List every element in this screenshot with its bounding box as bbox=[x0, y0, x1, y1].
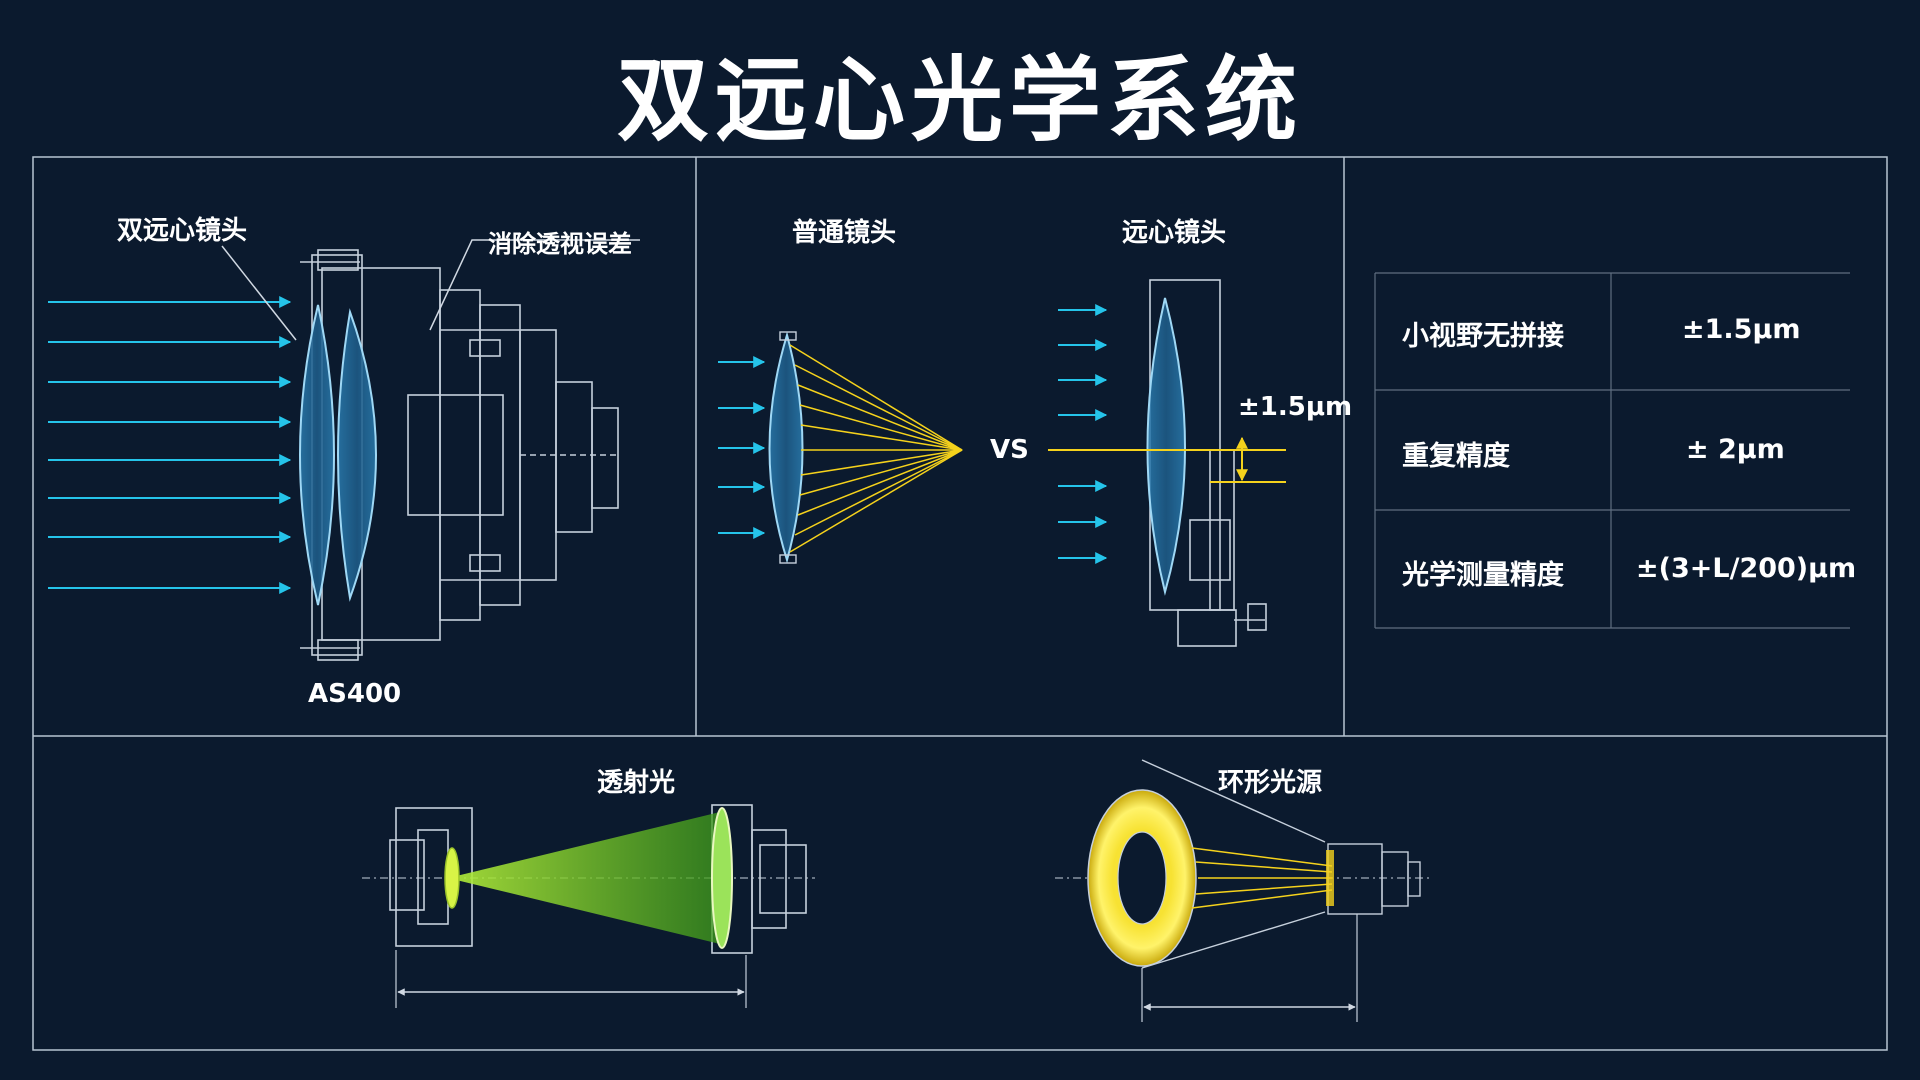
spec-value-2: ± 2μm bbox=[1686, 434, 1785, 465]
offset-label: ±1.5μm bbox=[1238, 392, 1353, 422]
normal-lens-label: 普通镜头 bbox=[792, 218, 897, 248]
spec-value-1: ±1.5μm bbox=[1682, 314, 1801, 345]
leader-annotation bbox=[429, 239, 640, 331]
perspective-error-annotation: 消除透视误差 bbox=[488, 230, 632, 258]
ring-light-drawing bbox=[1055, 759, 1430, 1022]
spec-table-grid bbox=[1374, 272, 1850, 629]
transmitted-light-label: 透射光 bbox=[597, 768, 676, 798]
page-title: 双远心光学系统 bbox=[616, 47, 1303, 154]
second-lens-element bbox=[337, 308, 377, 602]
lens-label: 双远心镜头 bbox=[117, 216, 248, 246]
transmitted-light-drawing bbox=[362, 804, 815, 1008]
telecentric-lens-label: 远心镜头 bbox=[1122, 218, 1227, 248]
incoming-parallel-rays bbox=[48, 296, 292, 594]
lens-housing bbox=[300, 249, 620, 661]
normal-lens-drawing bbox=[718, 331, 963, 564]
spec-name-3: 光学测量精度 bbox=[1402, 560, 1564, 591]
ring-light-label: 环形光源 bbox=[1218, 768, 1323, 798]
front-lens-element bbox=[299, 304, 335, 606]
vs-label: VS bbox=[990, 435, 1029, 465]
converging-rays bbox=[789, 344, 963, 553]
telecentric-lens-drawing bbox=[1048, 279, 1286, 647]
leader-lens bbox=[221, 245, 297, 341]
telecentric-lens-cross-section bbox=[48, 239, 640, 661]
panel-frame bbox=[32, 156, 1888, 1051]
spec-value-3: ±(3+L/200)μm bbox=[1636, 553, 1857, 584]
spec-name-1: 小视野无拼接 bbox=[1402, 321, 1564, 352]
spec-name-2: 重复精度 bbox=[1402, 441, 1510, 472]
green-light-beam bbox=[448, 812, 720, 944]
model-label: AS400 bbox=[308, 679, 402, 709]
